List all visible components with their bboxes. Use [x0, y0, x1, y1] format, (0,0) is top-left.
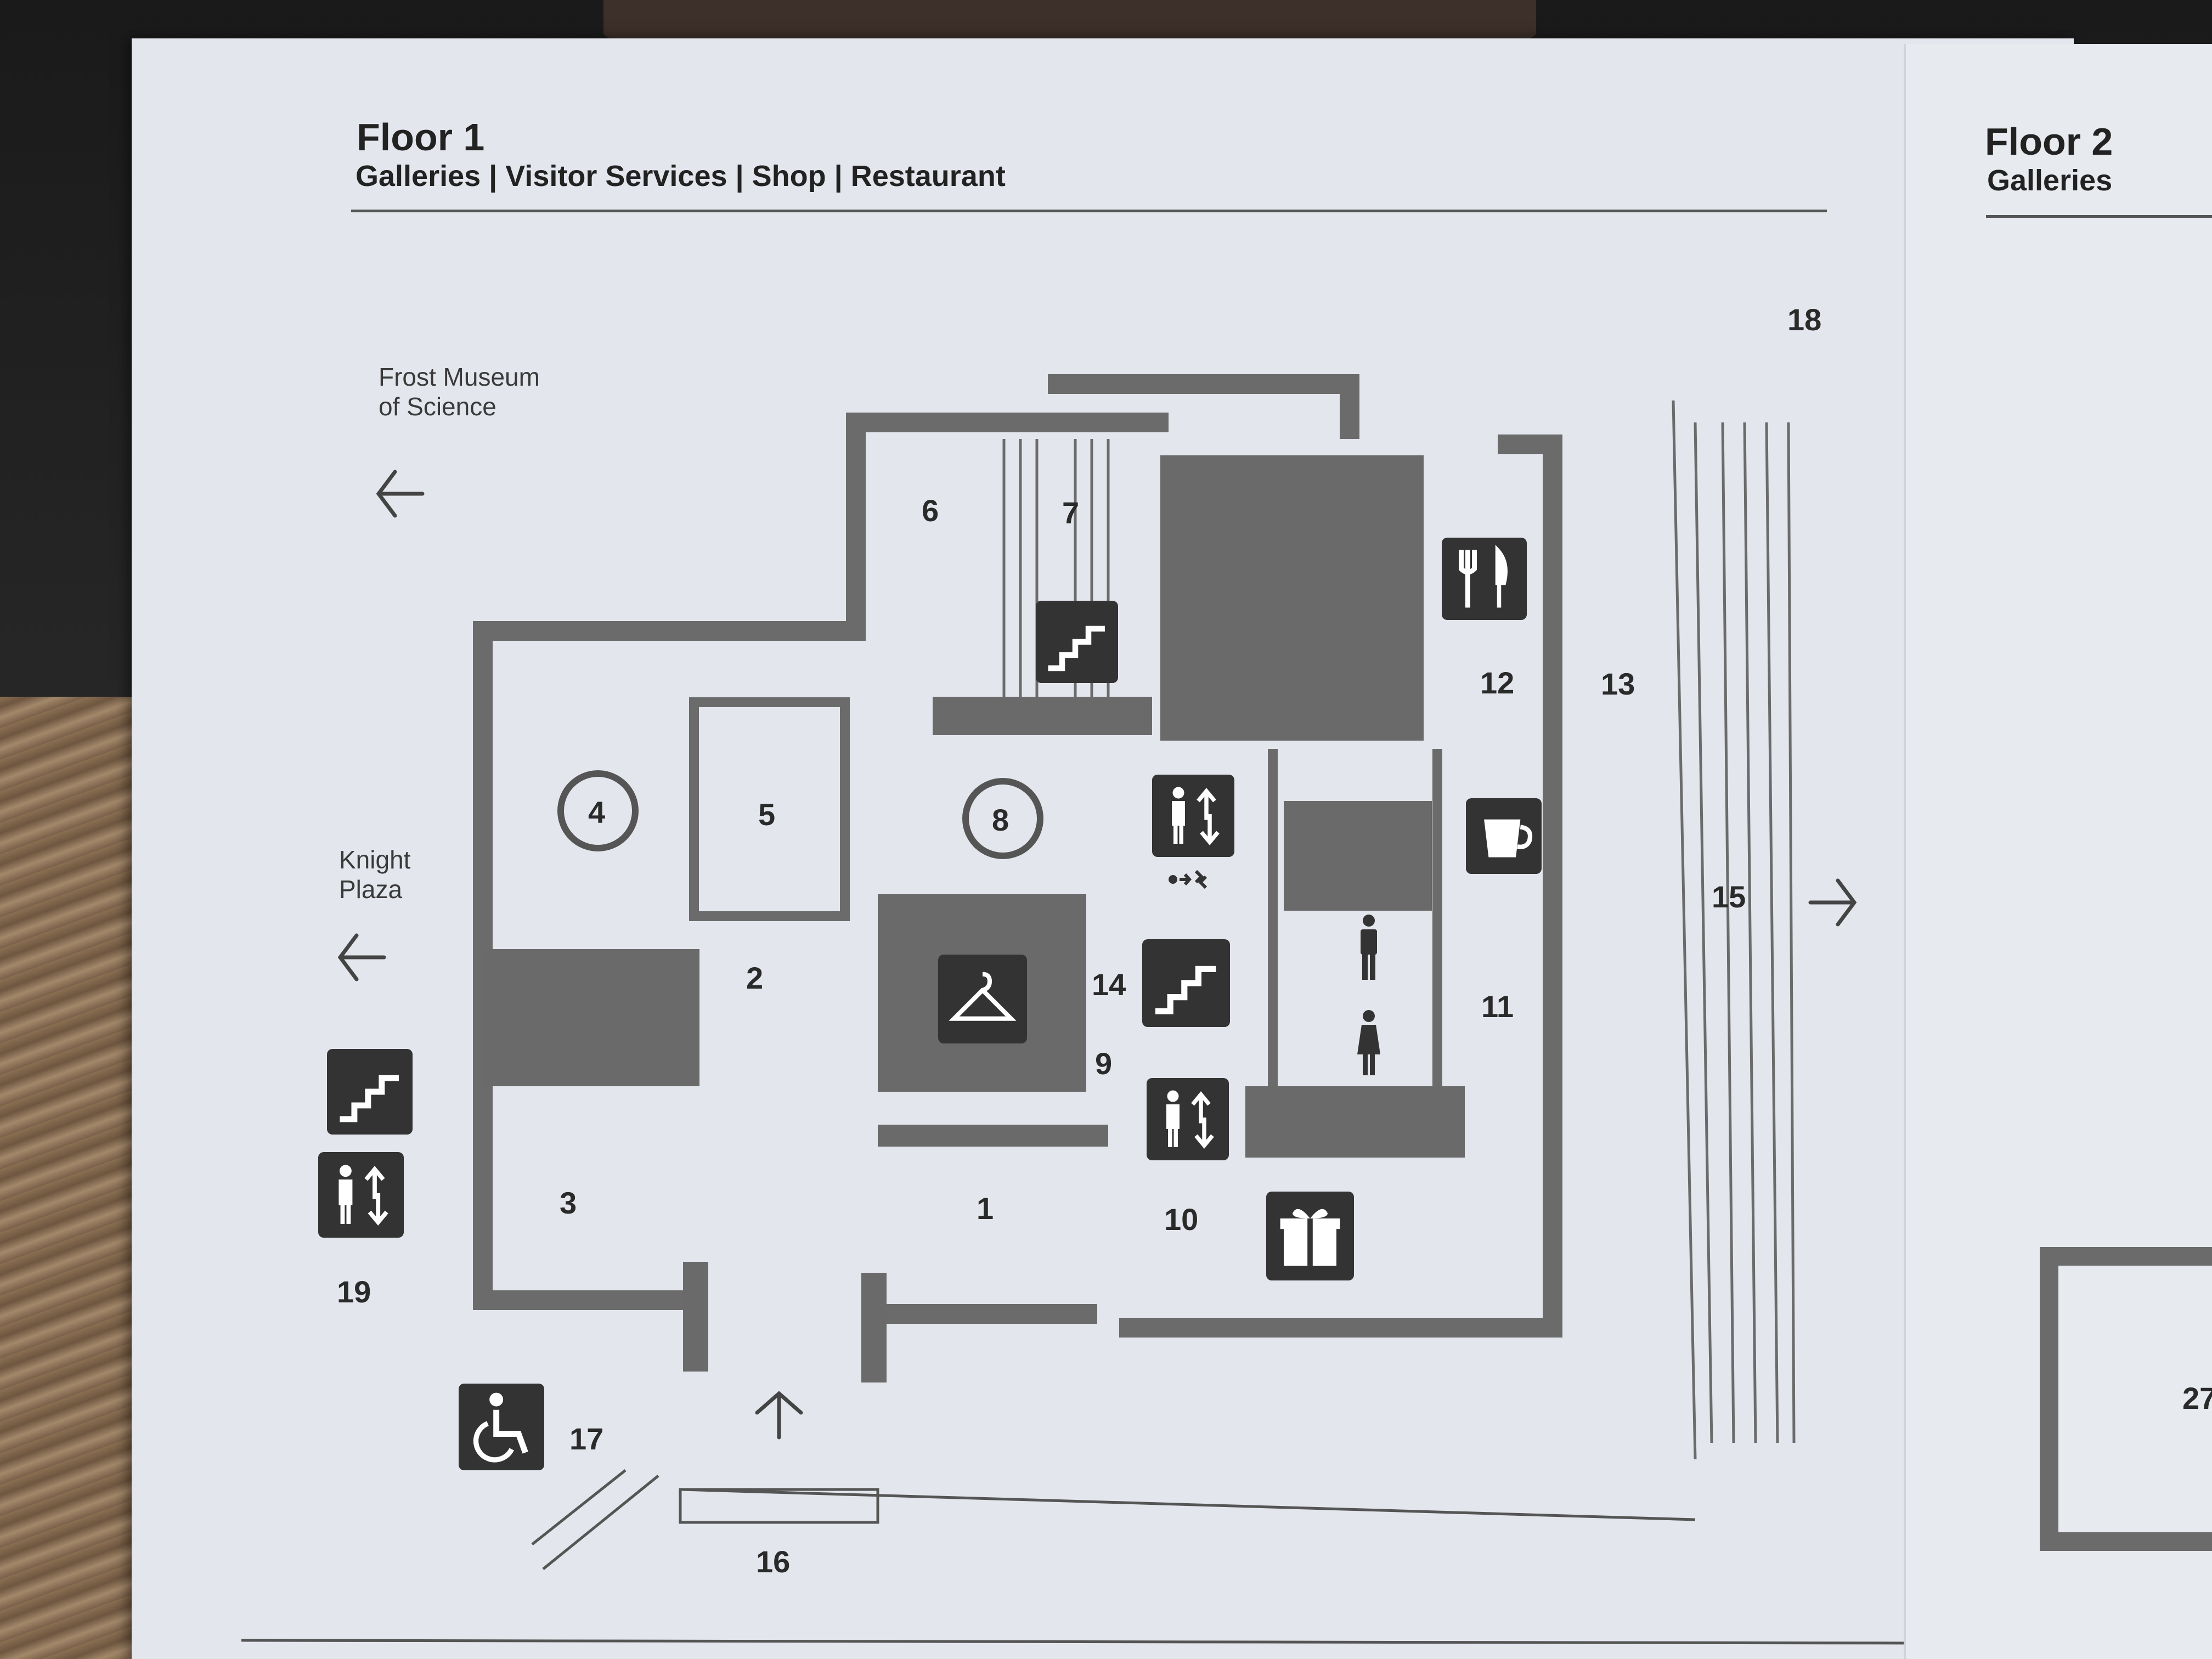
room-8-circle	[962, 778, 1043, 859]
direction-knight-plaza: Knight Plaza	[339, 845, 411, 904]
page-fold	[1904, 44, 1906, 1659]
room-label-11: 11	[1481, 989, 1514, 1024]
room-label-7: 7	[1062, 495, 1080, 530]
direction-frost-museum: Frost Museum of Science	[379, 363, 540, 421]
room-label-27: 27	[2182, 1381, 2212, 1415]
bottom-page-rule	[241, 1639, 1904, 1645]
arrow-right-walkway-icon	[1808, 878, 1857, 927]
wall-north-upper	[1048, 374, 1359, 439]
men-restroom-icon	[1350, 912, 1388, 983]
block-room-7-floor	[933, 697, 1152, 735]
steps-16	[679, 1488, 879, 1524]
stairs-icon	[1142, 939, 1230, 1027]
women-restroom-icon	[1350, 1007, 1388, 1079]
coat-hanger-icon	[938, 955, 1027, 1043]
block-north-east	[1160, 455, 1424, 741]
pillar-south-1	[683, 1262, 708, 1372]
room-label-1: 1	[977, 1191, 994, 1226]
arrow-up-entrance-icon	[755, 1391, 803, 1440]
room-label-12: 12	[1480, 665, 1515, 700]
arrow-left-knight-icon	[337, 933, 386, 981]
arrow-left-frost-icon	[376, 470, 425, 518]
gift-icon	[1266, 1192, 1354, 1280]
floor-1-header-rule	[351, 210, 1827, 212]
room-label-2: 2	[746, 961, 764, 995]
elevator-icon	[318, 1152, 404, 1238]
block-restroom-bottom	[1245, 1086, 1465, 1158]
floor-2-room-outline	[2040, 1247, 2212, 1551]
elevator-icon	[1147, 1078, 1229, 1160]
fork-knife-icon	[1442, 538, 1527, 620]
room-5-walls	[689, 697, 850, 921]
wall-east	[1119, 435, 1562, 1338]
sidewalk-line	[680, 1488, 1696, 1521]
room-label-15: 15	[1712, 879, 1746, 914]
emergency-exit-icon	[1162, 862, 1217, 896]
room-label-5: 5	[758, 797, 776, 832]
wall-outer	[473, 413, 1169, 1310]
room-label-17: 17	[569, 1421, 604, 1456]
wheelchair-icon	[459, 1384, 544, 1470]
room-label-10: 10	[1164, 1202, 1199, 1237]
room-label-19: 19	[337, 1274, 371, 1309]
ramp-line-2	[542, 1475, 659, 1570]
pillar-south-2	[861, 1273, 887, 1383]
coffee-cup-icon	[1466, 798, 1542, 874]
room-label-16: 16	[756, 1544, 791, 1579]
room-label-8: 8	[992, 803, 1009, 837]
room-label-14: 14	[1092, 967, 1126, 1002]
ramp-line-1	[531, 1469, 627, 1545]
elevator-icon	[1152, 775, 1234, 857]
floor-2-subtitle: Galleries	[1987, 164, 2113, 197]
stairs-icon	[327, 1049, 413, 1135]
room-label-4: 4	[588, 795, 606, 830]
floor-2-header-rule	[1986, 215, 2212, 218]
room-label-9: 9	[1095, 1046, 1113, 1081]
floor-1-title: Floor 1	[357, 116, 485, 159]
floor-2-title: Floor 2	[1985, 120, 2113, 163]
room-label-13: 13	[1601, 667, 1635, 701]
floor-1-subtitle: Galleries | Visitor Services | Shop | Re…	[356, 160, 1006, 193]
block-west	[483, 949, 699, 1086]
room-label-3: 3	[560, 1186, 577, 1220]
stairs-icon	[1036, 601, 1118, 683]
block-south-bar	[878, 1125, 1108, 1147]
room-label-6: 6	[922, 493, 939, 528]
room-4-circle	[557, 770, 639, 851]
room-label-18: 18	[1787, 302, 1822, 337]
block-restroom-top	[1284, 801, 1432, 911]
